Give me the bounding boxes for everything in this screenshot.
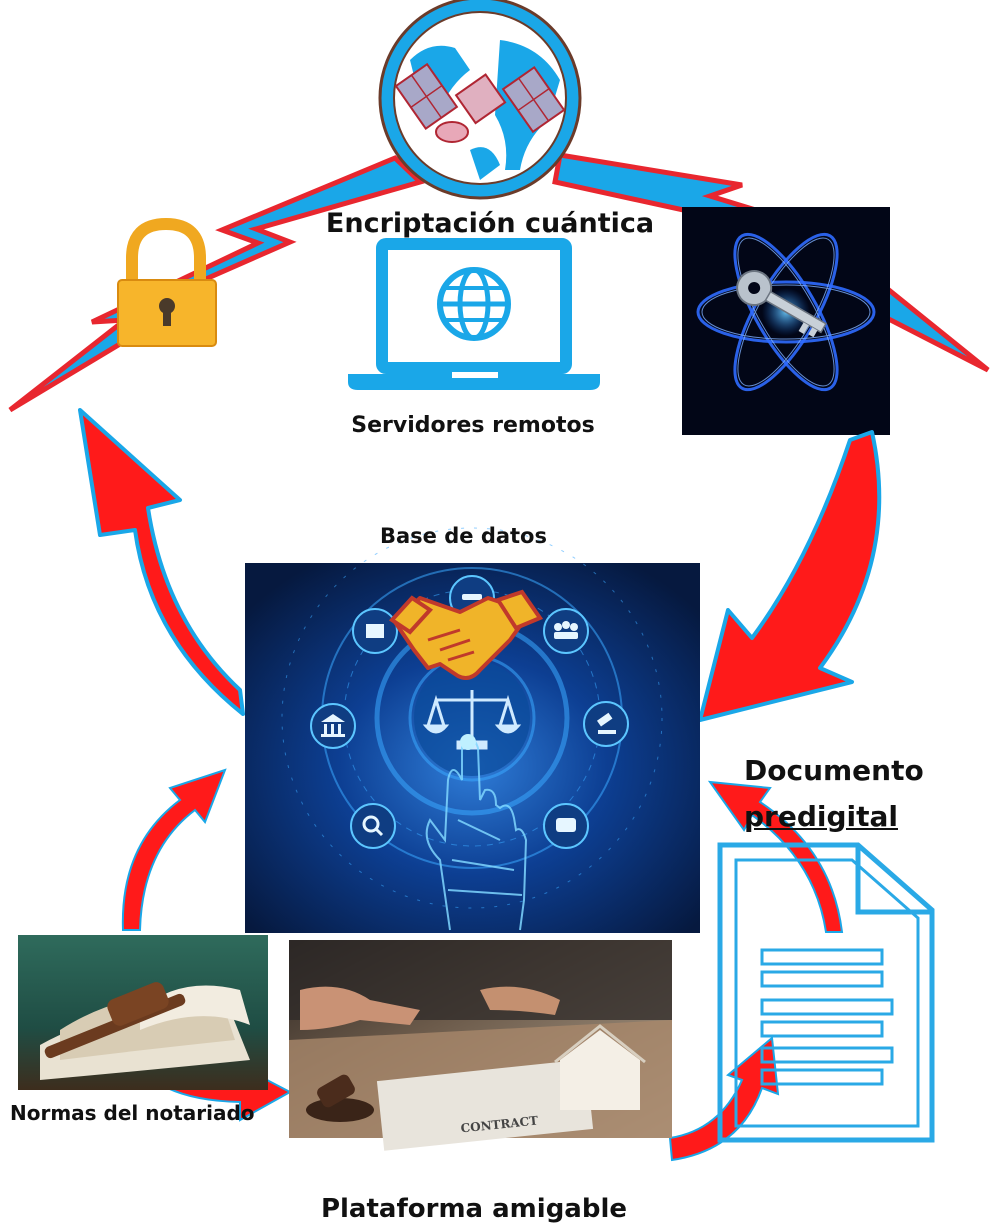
document-icon	[717, 842, 935, 1143]
atom-key-icon	[682, 207, 890, 435]
gavel-icon	[583, 701, 629, 747]
quantum-encryption-label: Encriptación cuántica	[326, 208, 654, 239]
arrow-books-to-db	[121, 768, 227, 931]
predigital-document-label: Documento predigital	[744, 748, 924, 840]
document-label-line2: predigital	[744, 800, 898, 833]
remote-servers-label: Servidores remotos	[351, 413, 594, 438]
padlock-icon	[117, 217, 217, 347]
satellite-globe-icon	[378, 0, 582, 200]
handshake-icon	[388, 589, 544, 680]
arrow-platform-to-doc	[668, 1036, 780, 1162]
lightning-left	[8, 155, 425, 413]
arrow-key-to-db	[698, 430, 882, 722]
arrow-doc-to-db	[707, 780, 844, 933]
laptop-globe-icon	[348, 238, 600, 390]
arrow-db-to-lock	[78, 408, 245, 716]
search-icon	[350, 803, 396, 849]
document-label-line1: Documento	[744, 754, 924, 787]
law-books-gavel-photo	[18, 935, 268, 1090]
notary-rules-label: Normas del notariado	[10, 1101, 255, 1125]
meeting-contract-photo: CONTRACT	[289, 940, 672, 1151]
friendly-platform-label: Plataforma amigable	[321, 1194, 627, 1224]
database-panel	[245, 527, 700, 933]
users-icon	[543, 608, 589, 654]
database-label: Base de datos	[380, 524, 547, 548]
robot-hand-icon	[425, 737, 528, 931]
